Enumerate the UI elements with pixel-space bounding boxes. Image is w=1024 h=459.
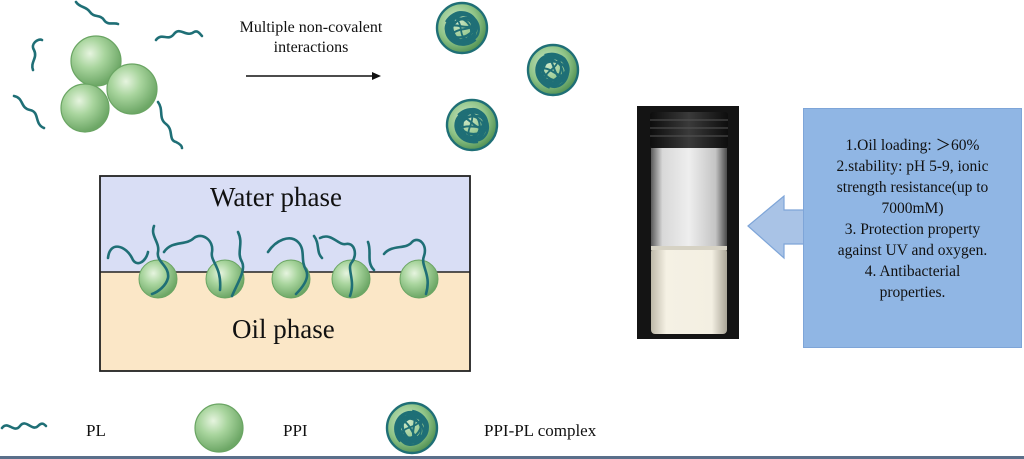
bottom-divider <box>0 456 1024 459</box>
legend-pl-label: PL <box>86 421 106 440</box>
property-line: strength resistance(up to <box>836 179 989 196</box>
property-line: against UV and oxygen. <box>837 242 988 259</box>
ppi-pl-complex-icon <box>385 401 439 455</box>
property-line: 3. Protection property <box>844 221 981 238</box>
process-arrow <box>246 72 381 80</box>
callout-arrow-icon <box>747 194 807 260</box>
pl-strand-icon <box>0 422 48 430</box>
ppi-sphere <box>60 83 110 133</box>
ppi-cluster <box>60 35 158 133</box>
properties-box: 1.Oil loading: ＞60% 2.stability: pH 5-9,… <box>803 108 1022 348</box>
pl-strand <box>12 94 46 130</box>
water-phase-region <box>100 176 470 272</box>
water-phase-label: Water phase <box>210 182 343 212</box>
property-line: properties. <box>879 284 946 301</box>
property-line: 7000mM) <box>881 200 944 217</box>
oil-phase-label: Oil phase <box>232 314 335 344</box>
legend-ppi-label: PPI <box>283 421 308 440</box>
ppi-pl-complex-icon <box>435 1 489 55</box>
ppi-pl-complex-icon <box>445 98 499 152</box>
property-line: 2.stability: pH 5-9, ionic <box>836 158 989 175</box>
pl-strands-group <box>12 0 204 150</box>
complex-group <box>435 1 580 152</box>
pl-strand <box>74 0 120 26</box>
interface-panel <box>99 175 471 372</box>
pl-strand <box>154 29 204 42</box>
ppi-pl-complex-icon <box>526 43 580 97</box>
legend-icons <box>0 401 439 455</box>
property-line: 4. Antibacterial <box>864 263 961 280</box>
process-arrow-label-line2: interactions <box>273 39 349 56</box>
pl-strand <box>31 38 44 72</box>
ppi-sphere <box>106 63 158 115</box>
interface-pl-strands <box>106 224 429 298</box>
process-arrow-label: Multiple non-covalent interactions <box>206 18 416 58</box>
legend-complex-label: PPI-PL complex <box>484 421 597 440</box>
property-line: 1.Oil loading: ＞60% <box>845 137 980 154</box>
ppi-sphere <box>205 259 245 299</box>
process-arrow-label-line1: Multiple non-covalent <box>239 19 383 36</box>
vial-photo <box>637 106 739 339</box>
ppi-sphere <box>399 259 439 299</box>
pl-strand <box>156 100 184 150</box>
ppi-sphere-icon <box>194 403 244 453</box>
